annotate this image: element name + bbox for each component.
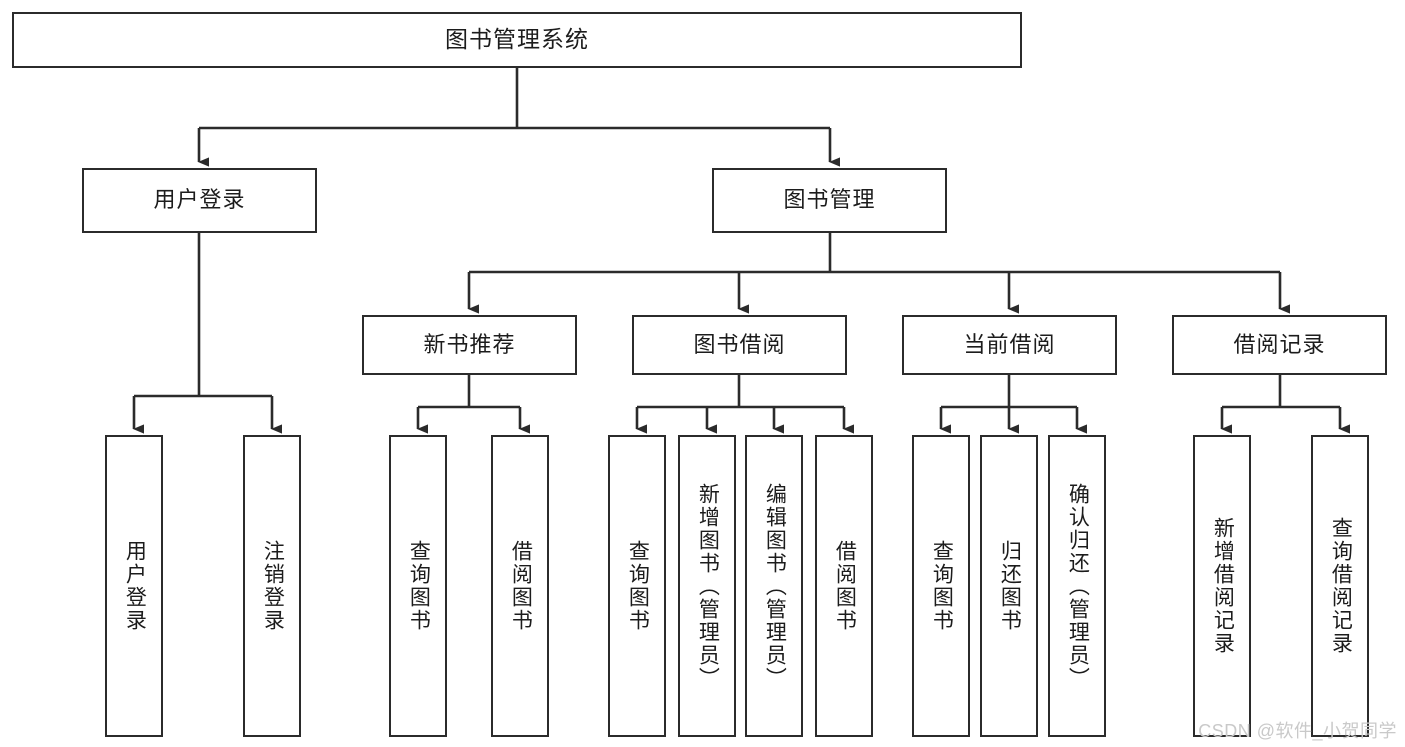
node-cb-return[interactable]: 归还图书 <box>980 435 1038 737</box>
node-label: 用户登录 <box>123 540 147 632</box>
node-cb-confirm[interactable]: 确认归还（管理员） <box>1048 435 1106 737</box>
node-label: 图书管理系统 <box>445 26 589 53</box>
node-book-manage[interactable]: 图书管理 <box>712 168 947 233</box>
node-label: 查询图书 <box>930 540 954 632</box>
node-label: 图书管理 <box>783 187 876 213</box>
node-label: 新书推荐 <box>423 331 516 357</box>
node-label: 借阅图书 <box>833 540 857 632</box>
node-bb-borrow[interactable]: 借阅图书 <box>815 435 873 737</box>
node-label: 借阅图书 <box>509 540 533 632</box>
node-root[interactable]: 图书管理系统 <box>12 12 1022 68</box>
node-book-borrow[interactable]: 图书借阅 <box>632 315 847 375</box>
node-cb-query[interactable]: 查询图书 <box>912 435 970 737</box>
node-label: 图书借阅 <box>693 331 786 357</box>
node-bb-query[interactable]: 查询图书 <box>608 435 666 737</box>
node-label: 用户登录 <box>153 187 246 213</box>
node-bb-add[interactable]: 新增图书（管理员） <box>678 435 736 737</box>
node-rec-query[interactable]: 查询图书 <box>389 435 447 737</box>
node-label: 新增图书（管理员） <box>696 482 720 690</box>
node-new-book-rec[interactable]: 新书推荐 <box>362 315 577 375</box>
node-bb-edit[interactable]: 编辑图书（管理员） <box>745 435 803 737</box>
node-label: 新增借阅记录 <box>1211 517 1235 655</box>
node-br-add[interactable]: 新增借阅记录 <box>1193 435 1251 737</box>
node-leaf-logout[interactable]: 注销登录 <box>243 435 301 737</box>
watermark-text: CSDN @软件_小贺同学 <box>1198 721 1397 741</box>
node-current-borrow[interactable]: 当前借阅 <box>902 315 1117 375</box>
node-label: 归还图书 <box>998 540 1022 632</box>
node-label: 查询图书 <box>626 540 650 632</box>
node-label: 当前借阅 <box>963 331 1056 357</box>
node-label: 查询借阅记录 <box>1329 517 1353 655</box>
node-br-query[interactable]: 查询借阅记录 <box>1311 435 1369 737</box>
node-label: 确认归还（管理员） <box>1066 482 1090 690</box>
node-borrow-record[interactable]: 借阅记录 <box>1172 315 1387 375</box>
node-leaf-login[interactable]: 用户登录 <box>105 435 163 737</box>
node-label: 注销登录 <box>261 540 285 632</box>
node-user-login[interactable]: 用户登录 <box>82 168 317 233</box>
node-label: 借阅记录 <box>1233 331 1326 357</box>
node-label: 查询图书 <box>407 540 431 632</box>
node-rec-borrow[interactable]: 借阅图书 <box>491 435 549 737</box>
node-label: 编辑图书（管理员） <box>763 482 787 690</box>
